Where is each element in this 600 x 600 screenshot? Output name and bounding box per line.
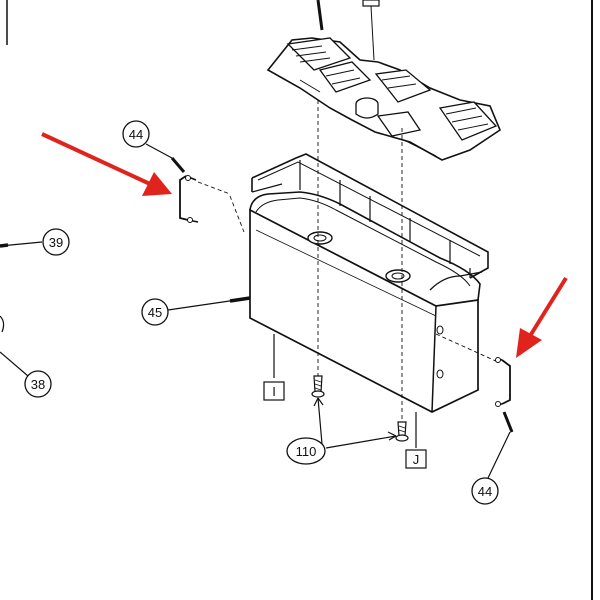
frame-edges <box>6 0 593 600</box>
clip-part-44-upper <box>170 157 231 223</box>
svg-text:I: I <box>272 384 276 399</box>
callout-39: 39 <box>0 228 70 256</box>
callout-45: 45 <box>141 296 251 326</box>
tank-container <box>249 191 481 413</box>
screw-part-110-right <box>395 421 409 442</box>
svg-text:J: J <box>413 452 420 467</box>
svg-text:44: 44 <box>478 484 492 499</box>
reference-box-i: I <box>263 381 285 401</box>
reference-box-j: J <box>405 449 427 469</box>
svg-text:45: 45 <box>148 305 162 320</box>
svg-text:44: 44 <box>129 127 143 142</box>
screw-part-110-left <box>311 375 325 398</box>
callout-44-bottom: 44 <box>471 431 511 505</box>
wire-rail-frame <box>251 153 489 291</box>
callout-44-top: 44 <box>122 120 173 159</box>
assembly-guide-lines <box>229 100 499 424</box>
clip-part-44-lower <box>495 357 514 433</box>
callout-38: 38 <box>0 315 52 398</box>
red-arrow-lower <box>516 276 568 358</box>
svg-text:110: 110 <box>296 444 317 459</box>
svg-text:39: 39 <box>49 235 63 250</box>
svg-text:38: 38 <box>31 377 45 392</box>
red-arrow-upper <box>41 132 172 196</box>
callout-110: 110 <box>286 397 397 465</box>
reference-leaders <box>273 334 417 448</box>
control-assembly <box>266 0 501 161</box>
